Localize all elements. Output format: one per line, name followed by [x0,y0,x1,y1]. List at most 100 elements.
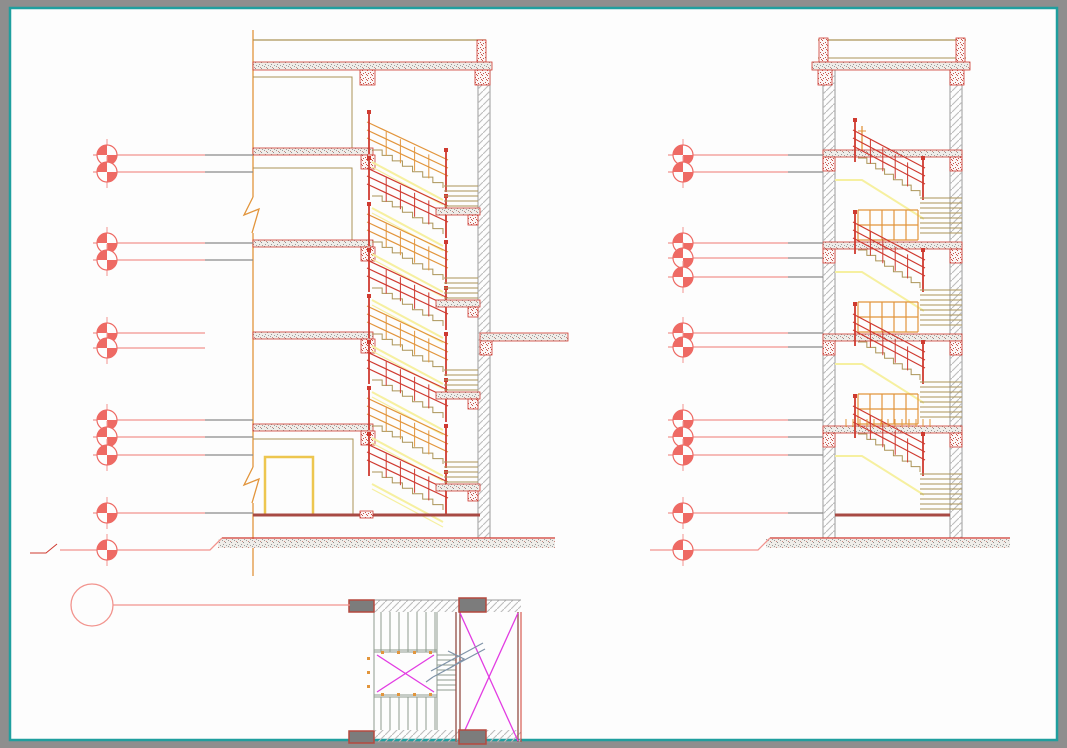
flight-rail [366,183,449,223]
level-marker-quadrant [683,550,693,560]
level-marker-quadrant [107,260,117,270]
flight-rail [852,229,926,269]
level-marker-quadrant [683,172,693,182]
rail-post [429,651,432,654]
flight-rail [366,351,449,391]
level-marker-quadrant [97,162,107,172]
callout-bubble [70,583,350,627]
level-marker-quadrant [673,337,683,347]
column [348,599,375,613]
direction-arrow-line [430,642,484,672]
section-elevation-left [30,30,569,576]
flight-rail [852,321,926,361]
level-marker-quadrant [97,427,107,437]
roof-slab [252,61,493,71]
level-marker-quadrant [673,445,683,455]
flight-post-cap [367,156,371,160]
flight-steps [372,241,444,280]
rail-post [397,693,400,696]
flight-soffit [371,345,444,385]
level-marker-quadrant [107,437,117,447]
door-frame [263,455,315,514]
half-landing-slab [435,483,481,492]
flight-rail [366,451,449,491]
flight-rail [366,321,449,361]
slab-column [822,432,836,448]
level-marker-quadrant [673,233,683,243]
flight-rail [366,259,449,299]
flight-soffit [835,363,925,404]
flight-post-cap [367,110,371,114]
flight-steps [858,341,921,380]
flight-steps [858,157,921,196]
level-marker-quadrant [97,410,107,420]
shaft-cross-brace [459,612,519,742]
rail-post [397,651,400,654]
ground-hatch [766,539,1010,548]
flight-post-cap [444,332,448,336]
rail-post [367,657,370,660]
rail-post [429,693,432,696]
flight-soffit [371,161,444,201]
flight-post-cap [367,432,371,436]
level-marker-quadrant [97,145,107,155]
floor-slab [822,333,963,342]
level-marker-quadrant [673,145,683,155]
level-marker-quadrant [97,250,107,260]
floor-slab [822,241,963,250]
flight-post-cap [853,394,857,398]
flight-rail [366,405,449,445]
parapet-end-column [818,37,829,63]
flight-rail [852,237,926,277]
flight-post-cap [367,340,371,344]
flight-rail [366,305,449,345]
level-marker-quadrant [683,258,693,268]
shaft-wall-hatch [478,70,490,538]
void-cross-brace [376,654,435,693]
direction-arrow-tail [425,676,434,683]
slab-column [822,340,836,356]
roof-slab [811,61,971,71]
flight-steps [372,425,444,464]
flight-rail [852,421,926,461]
flight-rail [852,129,926,169]
level-marker-quadrant [683,513,693,523]
flight-post-cap [853,302,857,306]
flight-post-cap [853,118,857,122]
level-marker-quadrant [683,455,693,465]
rail-post [381,693,384,696]
flight-rail [366,221,449,261]
floor-slab [822,149,963,158]
flight-steps [372,195,444,234]
stair-plan-view [348,597,522,745]
flight-post-cap [367,202,371,206]
roof-beam [817,69,833,86]
flight-soffit [371,437,444,477]
flight-post-cap [444,424,448,428]
flight-steps [372,333,444,372]
sheet-frame [8,6,1059,742]
adjacent-slab-leg [479,340,493,356]
flight-post-cap [444,240,448,244]
level-marker-quadrant [97,338,107,348]
column [348,730,375,744]
flight-rail [366,275,449,315]
slab-column [949,432,963,448]
level-marker-quadrant [107,455,117,465]
flight-rail [366,443,449,483]
flight-soffit [371,488,444,528]
level-marker-quadrant [107,513,117,523]
flight-post-cap [921,340,925,344]
level-marker-quadrant [97,323,107,333]
flight-rail [366,459,449,499]
slab-column [949,248,963,264]
half-landing-beam [467,214,479,226]
flight-post-cap [367,248,371,252]
floor-slab [252,147,374,156]
floor-slab [252,239,374,248]
floor-slab [822,425,963,434]
flight-rail [852,329,926,369]
half-landing-beam [467,490,479,502]
flight-soffit [371,391,444,431]
